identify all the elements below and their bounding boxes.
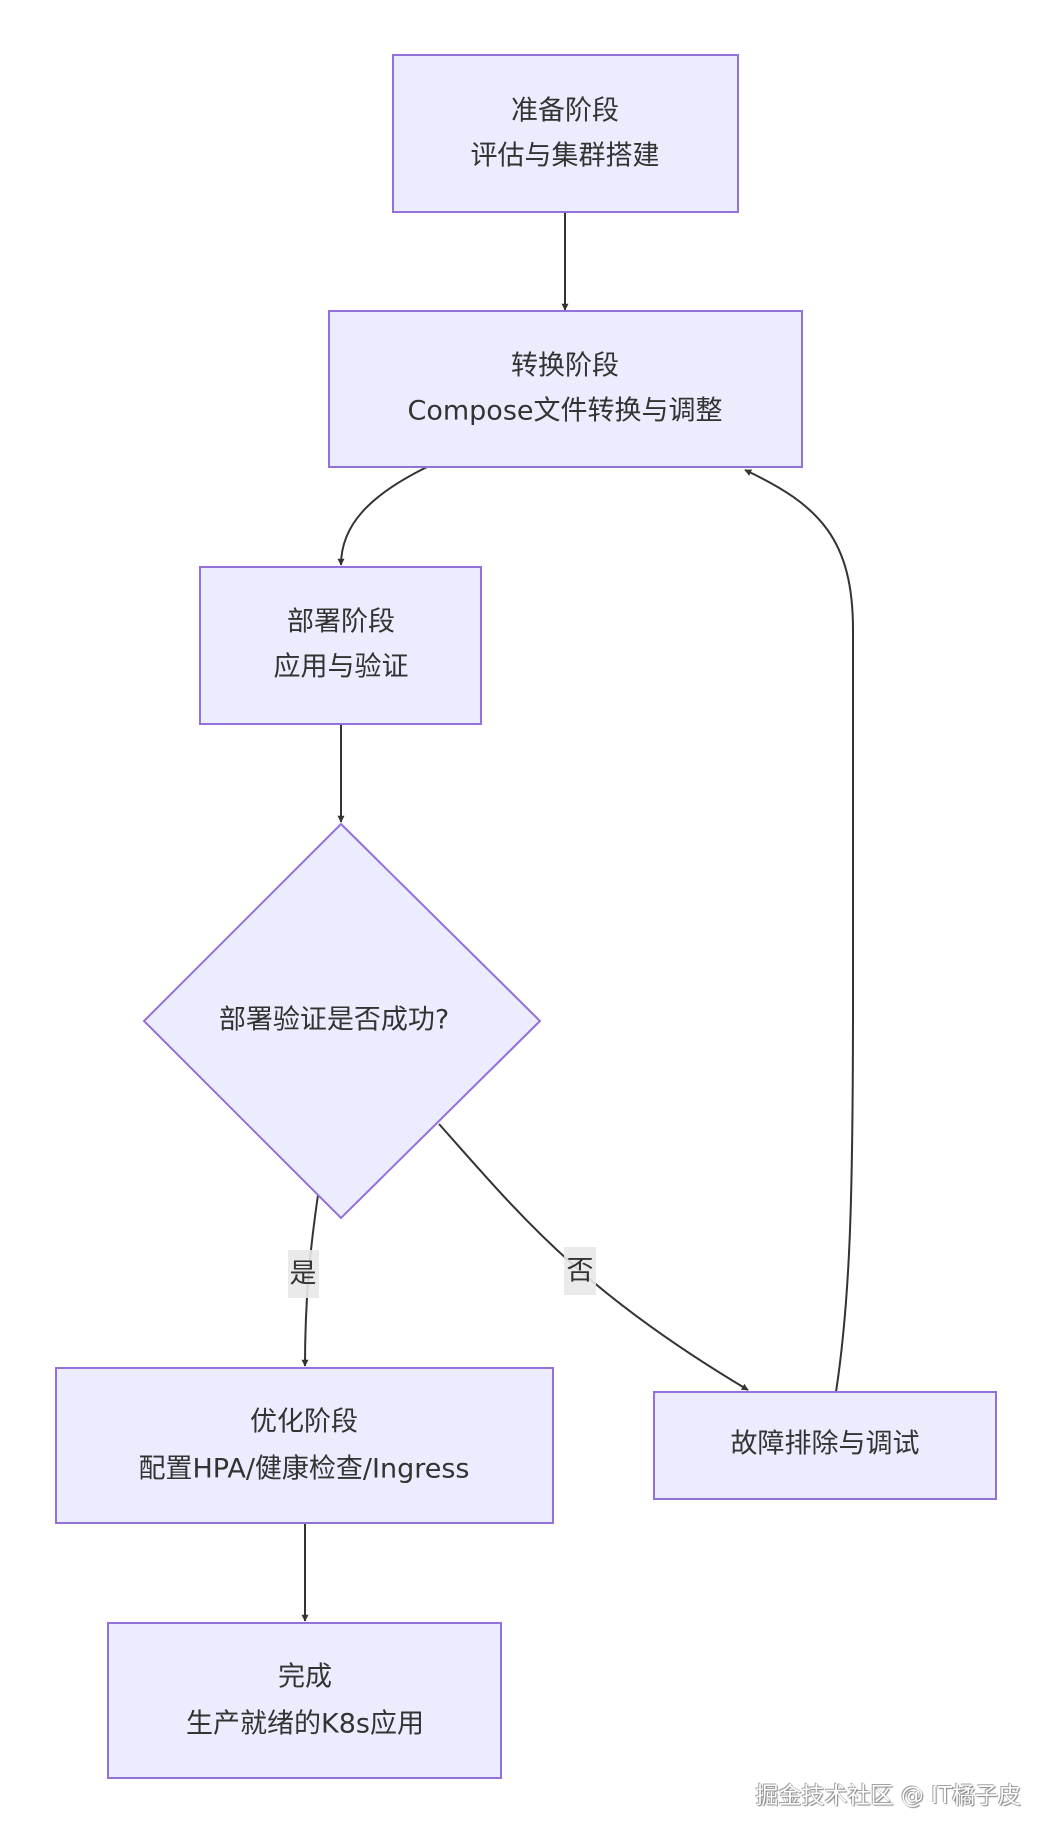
node-decision-text: 部署验证是否成功? [219,1005,449,1036]
node-troubleshoot: 故障排除与调试 [653,1391,997,1500]
node-convert: 转换阶段 Compose文件转换与调整 [328,310,803,468]
edge-label-yes: 是 [288,1250,319,1298]
node-deploy: 部署阶段 应用与验证 [199,566,482,725]
node-convert-subtitle: Compose文件转换与调整 [407,396,722,427]
edge-convert-to-deploy [337,466,428,566]
node-done-title: 完成 [278,1662,332,1693]
watermark: 掘金技术社区 @ IT橘子皮 [755,1783,1021,1809]
node-done-subtitle: 生产就绪的K8s应用 [186,1709,424,1740]
node-convert-title: 转换阶段 [511,351,619,382]
node-deploy-title: 部署阶段 [287,607,395,638]
node-troubleshoot-text: 故障排除与调试 [731,1429,920,1460]
node-optimize: 优化阶段 配置HPA/健康检查/Ingress [55,1367,554,1524]
node-optimize-title: 优化阶段 [250,1407,358,1438]
node-prepare-title: 准备阶段 [511,96,619,127]
node-decision: 部署验证是否成功? [142,822,542,1220]
edge-label-no: 否 [564,1247,596,1295]
edge-decision-to-troubleshoot [438,1123,749,1391]
node-deploy-subtitle: 应用与验证 [274,652,409,683]
node-optimize-subtitle: 配置HPA/健康检查/Ingress [139,1454,470,1485]
node-done: 完成 生产就绪的K8s应用 [107,1622,502,1779]
node-prepare-subtitle: 评估与集群搭建 [471,141,660,172]
edge-label-no-text: 否 [567,1256,594,1287]
edge-troubleshoot-to-convert [744,469,854,1393]
edge-label-yes-text: 是 [290,1259,317,1290]
node-prepare: 准备阶段 评估与集群搭建 [392,54,739,213]
